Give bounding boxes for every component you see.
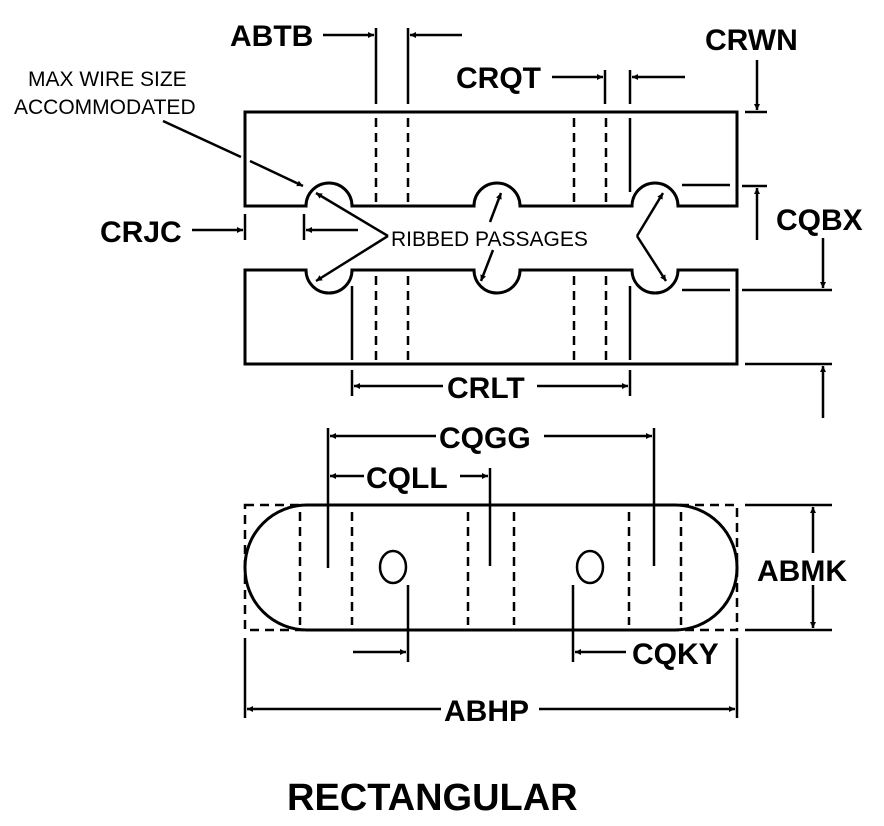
cqll-label: CQLL (366, 462, 448, 495)
cqky-label: CQKY (632, 638, 719, 671)
side-view: ABTB CRQT CRWN CQBX CRJC MAX WIRE SIZE A… (14, 20, 863, 418)
mounting-hole (575, 549, 605, 585)
crlt-label: CRLT (447, 372, 525, 405)
abhp-label: ABHP (444, 695, 529, 728)
abtb-label: ABTB (230, 20, 313, 53)
max-wire-label-line2: ACCOMMODATED (14, 96, 196, 119)
top-view: CQGG CQLL CQKY ABMK ABHP (243, 422, 847, 728)
crjc-label: CRJC (100, 216, 182, 249)
mounting-hole (378, 549, 408, 585)
bottom-block-outline (243, 268, 739, 366)
max-wire-label-line1: MAX WIRE SIZE (28, 68, 187, 91)
crqt-label: CRQT (456, 62, 541, 95)
ribbed-leader (488, 192, 503, 223)
cqgg-label: CQGG (439, 422, 531, 455)
ribbed-leader (635, 192, 665, 237)
ribbed-leader (479, 249, 495, 282)
ribbed-leader (315, 234, 389, 283)
cqbx-label: CQBX (776, 204, 863, 237)
abmk-label: ABMK (757, 555, 847, 588)
ribbed-leader (315, 191, 389, 238)
top-block-outline (243, 110, 739, 208)
ribbed-leader (635, 235, 668, 282)
diagram-title: RECTANGULAR (287, 777, 578, 819)
max-wire-leader (162, 119, 242, 159)
crwn-label: CRWN (705, 24, 798, 57)
max-wire-leader (249, 159, 304, 188)
ribbed-passages-label: RIBBED PASSAGES (391, 228, 588, 251)
